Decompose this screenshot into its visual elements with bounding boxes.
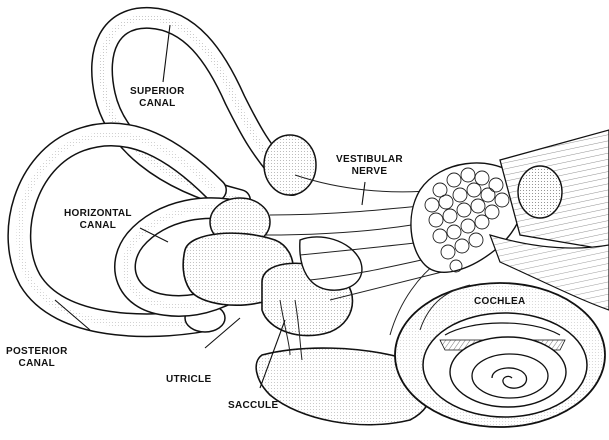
label-saccule: SACCULE bbox=[228, 400, 278, 412]
label-superior-canal: SUPERIOR CANAL bbox=[130, 86, 185, 110]
label-posterior-canal: POSTERIOR CANAL bbox=[6, 346, 68, 370]
label-cochlea: COCHLEA bbox=[474, 296, 526, 308]
label-vestibular-nerve: VESTIBULAR NERVE bbox=[336, 154, 403, 178]
label-utricle: UTRICLE bbox=[166, 374, 211, 386]
label-horizontal-canal: HORIZONTAL CANAL bbox=[64, 208, 132, 232]
